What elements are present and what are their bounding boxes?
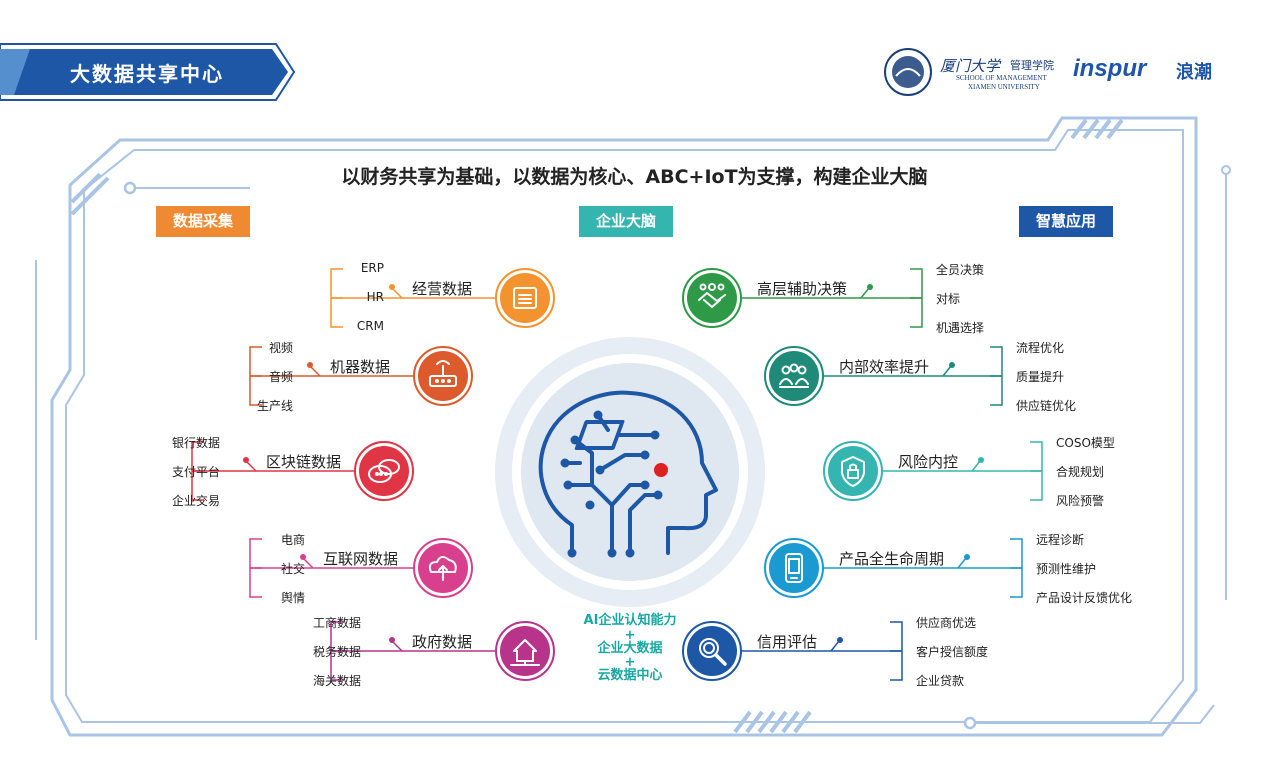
left-group-4-item-2: 海关数据 bbox=[312, 674, 361, 688]
left-group-4-dot bbox=[389, 637, 395, 643]
left-group-0-item-2: CRM bbox=[356, 319, 384, 333]
brain-graphic bbox=[495, 337, 765, 607]
left-group-4-item-1: 税务数据 bbox=[312, 645, 361, 659]
left-group-4-item-0: 工商数据 bbox=[312, 616, 361, 630]
school-logo-text: 厦门大学 bbox=[940, 57, 1001, 75]
left-group-1-label: 机器数据 bbox=[330, 358, 391, 376]
left-group-4-label: 政府数据 bbox=[412, 633, 473, 651]
school-en-line2: XIAMEN UNIVERSITY bbox=[968, 83, 1040, 91]
right-group-1-item-1: 质量提升 bbox=[1016, 370, 1065, 384]
right-group-1-dot bbox=[949, 362, 955, 368]
left-group-3-item-2: 舆情 bbox=[280, 591, 305, 605]
left-group-2-item-0: 银行数据 bbox=[171, 436, 220, 450]
right-group-2-dot bbox=[978, 457, 984, 463]
frame-line-br bbox=[975, 704, 1215, 724]
left-group-3-item-0: 电商 bbox=[280, 533, 305, 547]
center-caption-plus-2: + bbox=[624, 655, 636, 670]
right-group-2-item-0: COSO模型 bbox=[1056, 436, 1115, 450]
right-group-0-item-2: 机遇选择 bbox=[936, 321, 985, 335]
left-group-2-label: 区块链数据 bbox=[266, 453, 342, 471]
left-group-3-item-1: 社交 bbox=[280, 562, 305, 576]
school-dept-text: 管理学院 bbox=[1010, 59, 1054, 72]
tag-enterprise-brain: 企业大脑 bbox=[579, 206, 673, 237]
left-group-2-item-2: 企业交易 bbox=[171, 494, 220, 508]
team-icon bbox=[779, 363, 809, 388]
inspur-logo-cn: 浪潮 bbox=[1176, 62, 1212, 83]
right-group-1-icon-bg bbox=[769, 351, 819, 401]
right-group-1-item-0: 流程优化 bbox=[1016, 341, 1065, 355]
frame-node-br bbox=[963, 716, 977, 730]
right-group-2-label: 风险内控 bbox=[898, 453, 959, 471]
frame-node-r bbox=[1221, 165, 1231, 175]
left-group-1-item-0: 视频 bbox=[268, 341, 293, 355]
left-group-1-dot bbox=[307, 362, 313, 368]
right-group-3-dot bbox=[964, 554, 970, 560]
right-group-1-label: 内部效率提升 bbox=[839, 358, 930, 376]
home-network-icon bbox=[510, 639, 540, 666]
left-group-1-item-1: 音频 bbox=[268, 370, 293, 384]
chat-icon bbox=[368, 459, 400, 483]
head-outline-icon bbox=[538, 390, 718, 555]
search-icon bbox=[699, 638, 727, 666]
right-group-3-label: 产品全生命周期 bbox=[839, 550, 945, 568]
right-group-2-item-1: 合规规划 bbox=[1056, 465, 1105, 479]
right-group-2-item-2: 风险预警 bbox=[1056, 494, 1105, 508]
frame-outer bbox=[50, 116, 1198, 737]
right-group-0-label: 高层辅助决策 bbox=[757, 280, 848, 298]
tag-data-collection: 数据采集 bbox=[156, 206, 250, 237]
center-caption-plus-1: + bbox=[624, 628, 636, 643]
title-bar-accent bbox=[0, 49, 30, 95]
left-group-0-item-0: ERP bbox=[360, 261, 384, 275]
handshake-icon bbox=[698, 283, 726, 308]
server-icon bbox=[513, 287, 537, 309]
left-group-4-icon-bg bbox=[500, 626, 550, 676]
left-group-1-item-2: 生产线 bbox=[256, 399, 293, 413]
left-group-2-icon-bg bbox=[359, 446, 409, 496]
right-group-1-item-2: 供应链优化 bbox=[1016, 399, 1077, 413]
right-group-4-item-0: 供应商优选 bbox=[916, 616, 977, 630]
frame-inner bbox=[65, 129, 1184, 723]
page-title: 大数据共享中心 bbox=[70, 62, 224, 86]
center-caption-3: 云数据中心 bbox=[597, 668, 663, 683]
right-group-4-item-1: 客户授信额度 bbox=[916, 645, 989, 659]
router-icon bbox=[429, 360, 457, 387]
left-group-3-dot bbox=[300, 554, 306, 560]
lock-icon bbox=[841, 456, 865, 487]
center-caption-2: 企业大数据 bbox=[597, 641, 663, 656]
right-group-0-dot bbox=[867, 284, 873, 290]
tag-smart-application: 智慧应用 bbox=[1019, 206, 1113, 237]
right-group-4-dot bbox=[837, 637, 843, 643]
right-group-3-item-2: 产品设计反馈优化 bbox=[1036, 591, 1133, 605]
school-seal bbox=[884, 48, 932, 96]
left-group-2-item-1: 支付平台 bbox=[171, 465, 220, 479]
left-group-0-label: 经营数据 bbox=[412, 280, 473, 298]
right-group-3-item-0: 远程诊断 bbox=[1036, 533, 1085, 547]
school-en-line1: SCHOOL OF MANAGEMENT bbox=[956, 74, 1047, 82]
headline: 以财务共享为基础，以数据为核心、ABC+IoT为支撑，构建企业大脑 bbox=[341, 166, 928, 188]
right-group-4-label: 信用评估 bbox=[757, 633, 818, 651]
right-group-4-item-2: 企业贷款 bbox=[916, 674, 965, 688]
left-group-0-item-1: HR bbox=[366, 290, 384, 304]
frame-node-tl bbox=[123, 181, 137, 195]
left-group-0-dot bbox=[389, 284, 395, 290]
center-caption-1: AI企业认知能力 bbox=[583, 613, 677, 628]
right-group-3-item-1: 预测性维护 bbox=[1036, 562, 1097, 576]
right-group-0-item-0: 全员决策 bbox=[936, 263, 985, 277]
brain-red-dot bbox=[654, 463, 668, 477]
right-group-3-icon-bg bbox=[769, 543, 819, 593]
title-bar-outline bbox=[0, 43, 296, 101]
inspur-logo: inspur bbox=[1073, 55, 1147, 82]
left-group-2-dot bbox=[243, 457, 249, 463]
mobile-icon bbox=[785, 553, 803, 583]
right-group-0-item-1: 对标 bbox=[936, 292, 961, 306]
left-group-3-label: 互联网数据 bbox=[323, 550, 399, 568]
cloud-icon bbox=[428, 556, 457, 581]
title-bar bbox=[0, 49, 288, 95]
